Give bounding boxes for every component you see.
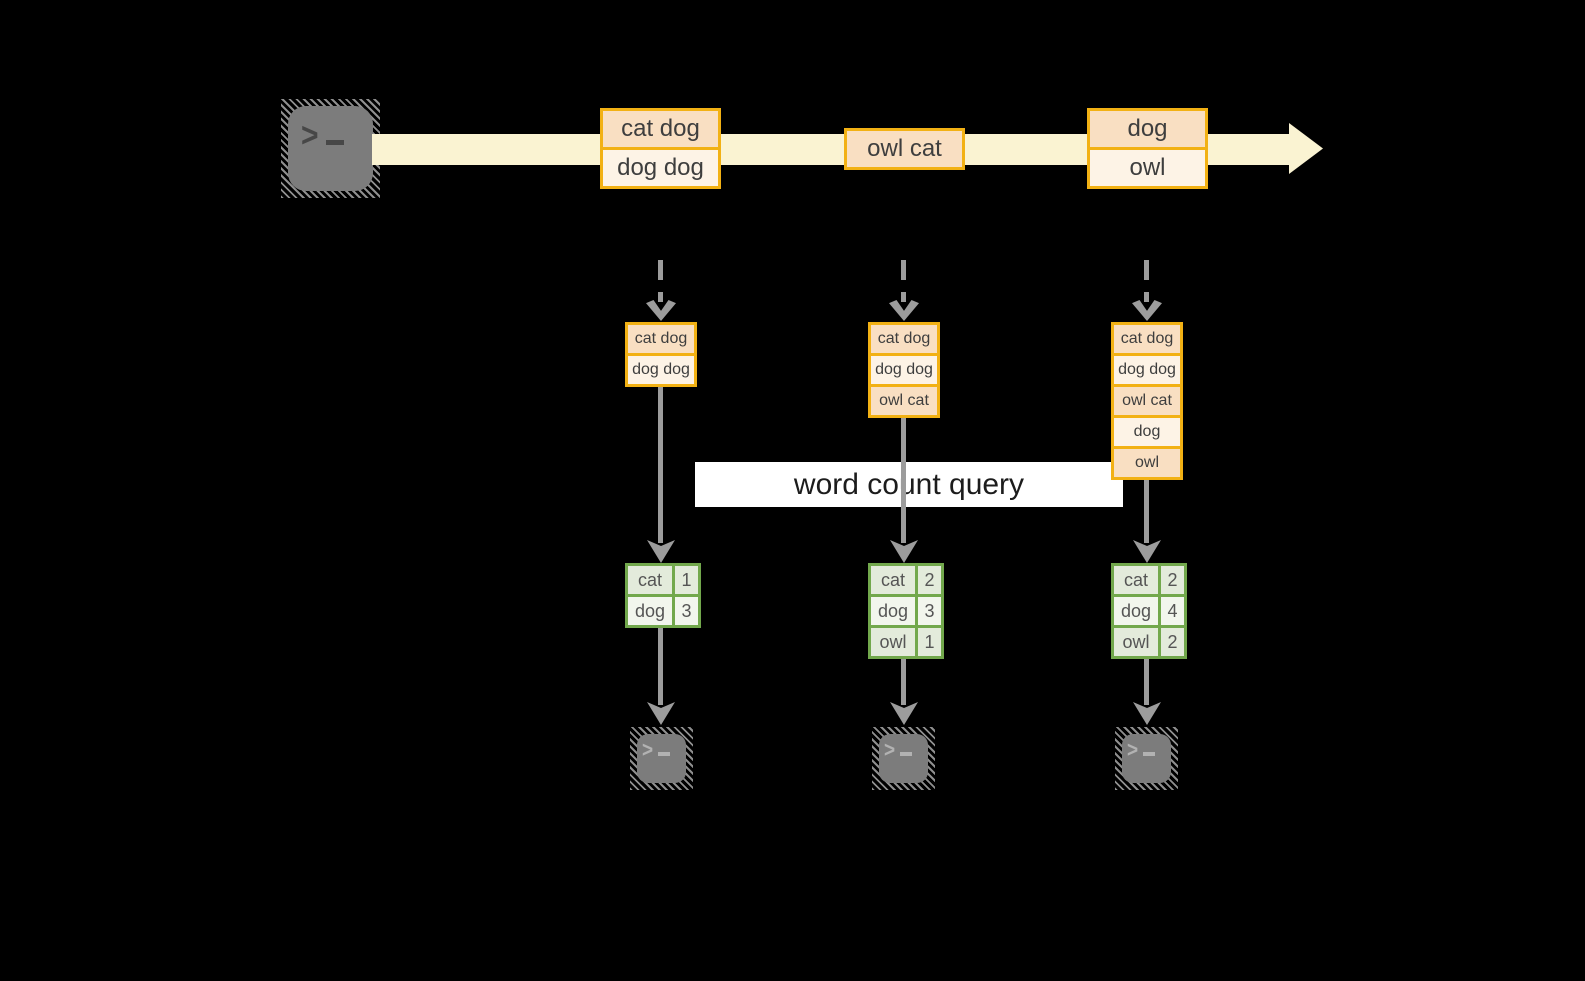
count-value: 3: [675, 597, 698, 625]
terminal-body: [637, 734, 686, 783]
count-value: 2: [918, 566, 941, 594]
count-value: 4: [1161, 597, 1184, 625]
count-word: owl: [1114, 628, 1158, 656]
dashed-arrow-head-icon: [1132, 300, 1162, 321]
query-arrow-line: [901, 418, 906, 543]
dashed-arrow-head-icon: [889, 300, 919, 321]
state-record: cat dog: [871, 325, 937, 353]
state-record: dog dog: [1114, 356, 1180, 384]
terminal-prompt-icon: >: [642, 738, 671, 763]
output-arrow-line: [658, 627, 663, 705]
query-arrow-line: [658, 387, 663, 543]
terminal-prompt-icon: >: [884, 738, 913, 763]
terminal-output-icon: >: [630, 727, 693, 790]
terminal-body: [1122, 734, 1171, 783]
count-value: 1: [918, 628, 941, 656]
terminal-prompt-icon: >: [301, 116, 344, 155]
stream-event-box-2: owl cat: [844, 128, 965, 170]
event-record: owl cat: [847, 131, 962, 167]
prompt-underscore: [325, 140, 344, 145]
dashed-arrow-line: [901, 260, 906, 302]
query-arrow-head-icon: [1133, 540, 1161, 563]
prompt-underscore: [900, 752, 913, 756]
prompt-chevron: >: [884, 738, 896, 763]
query-banner: word count query: [695, 462, 1123, 507]
count-word: owl: [871, 628, 915, 656]
output-arrow-head-icon: [890, 702, 918, 725]
prompt-chevron: >: [301, 116, 319, 155]
prompt-underscore: [1143, 752, 1156, 756]
count-table-1: cat 1 dog 3: [625, 563, 701, 628]
query-arrow-head-icon: [647, 540, 675, 563]
state-stack-2: cat dog dog dog owl cat: [868, 322, 940, 418]
stream-event-box-1: cat dog dog dog: [600, 108, 721, 189]
state-record: owl: [1114, 449, 1180, 477]
count-table-3: cat 2 dog 4 owl 2: [1111, 563, 1187, 659]
prompt-underscore: [658, 752, 671, 756]
dashed-arrow-head-icon: [646, 300, 676, 321]
terminal-output-icon: >: [1115, 727, 1178, 790]
output-arrow-head-icon: [647, 702, 675, 725]
prompt-chevron: >: [1127, 738, 1139, 763]
output-arrow-line: [1144, 658, 1149, 705]
count-word: dog: [628, 597, 672, 625]
terminal-body: [879, 734, 928, 783]
count-word: cat: [628, 566, 672, 594]
count-word: cat: [871, 566, 915, 594]
output-arrow-line: [901, 658, 906, 705]
count-word: dog: [1114, 597, 1158, 625]
output-arrow-head-icon: [1133, 702, 1161, 725]
count-value: 1: [675, 566, 698, 594]
event-record: cat dog: [603, 111, 718, 147]
query-arrow-line: [1144, 480, 1149, 543]
count-value: 2: [1161, 628, 1184, 656]
terminal-prompt-icon: >: [1127, 738, 1156, 763]
state-record: dog dog: [871, 356, 937, 384]
query-arrow-head-icon: [890, 540, 918, 563]
event-record: dog: [1090, 111, 1205, 147]
dashed-arrow-line: [1144, 260, 1149, 302]
dashed-arrow-line: [658, 260, 663, 302]
count-value: 3: [918, 597, 941, 625]
state-record: cat dog: [628, 325, 694, 353]
event-record: dog dog: [603, 150, 718, 186]
state-stack-3: cat dog dog dog owl cat dog owl: [1111, 322, 1183, 480]
event-record: owl: [1090, 150, 1205, 186]
state-record: owl cat: [871, 387, 937, 415]
state-record: cat dog: [1114, 325, 1180, 353]
state-record: dog: [1114, 418, 1180, 446]
count-word: dog: [871, 597, 915, 625]
count-table-2: cat 2 dog 3 owl 1: [868, 563, 944, 659]
prompt-chevron: >: [642, 738, 654, 763]
count-word: cat: [1114, 566, 1158, 594]
stream-arrow-head-icon: [1289, 123, 1323, 174]
state-record: dog dog: [628, 356, 694, 384]
state-stack-1: cat dog dog dog: [625, 322, 697, 387]
terminal-source-icon: >: [281, 99, 380, 198]
terminal-body: [288, 106, 373, 191]
state-record: owl cat: [1114, 387, 1180, 415]
stream-event-box-3: dog owl: [1087, 108, 1208, 189]
query-banner-label: word count query: [793, 467, 1025, 501]
count-value: 2: [1161, 566, 1184, 594]
terminal-output-icon: >: [872, 727, 935, 790]
